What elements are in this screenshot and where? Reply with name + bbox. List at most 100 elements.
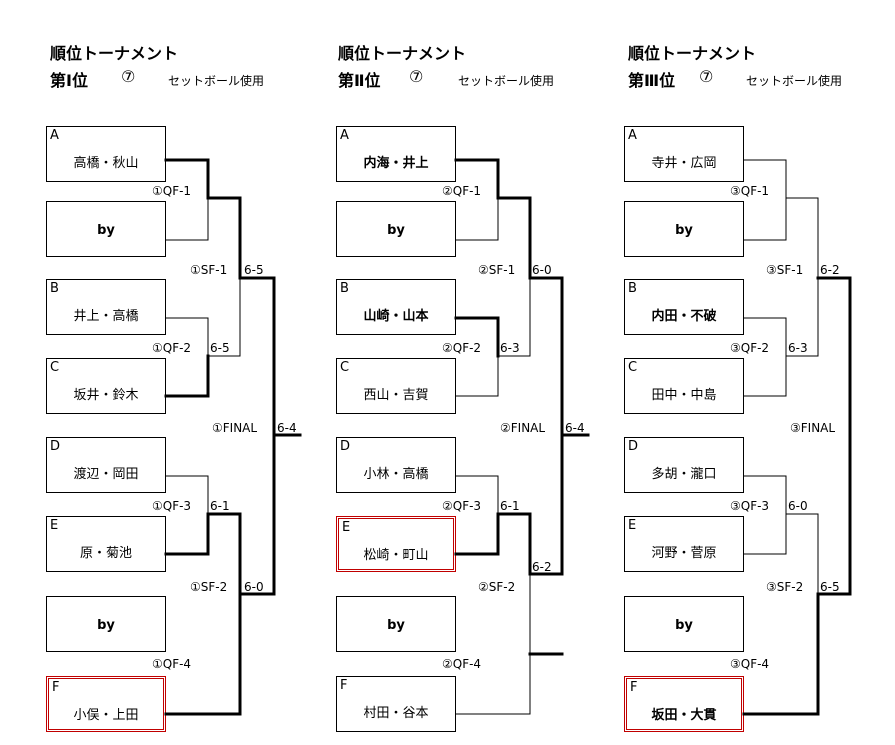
seed-letter: A	[628, 128, 637, 143]
team-box-bye: by	[46, 596, 166, 652]
match-label: ③SF-2	[766, 580, 804, 594]
seed-letter: F	[340, 678, 348, 693]
team-name: 小俣・上田	[73, 708, 139, 723]
team-box-d: D 多胡・瀧口	[624, 437, 744, 493]
ball-note: セットボール使用	[458, 74, 555, 88]
court-number: ⑦	[699, 67, 714, 86]
bracket-lines-section-1	[164, 158, 302, 716]
final-label: ②FINAL	[500, 421, 546, 435]
team-name: 小林・高橋	[363, 467, 429, 482]
team-name: by	[97, 223, 115, 238]
bracket-lines-section-2	[454, 158, 590, 715]
match-score: 6-1	[210, 499, 230, 513]
seed-letter: C	[340, 360, 350, 375]
team-box-b: B 山崎・山本	[336, 279, 456, 335]
seed-letter: D	[628, 439, 639, 454]
team-name: 多胡・瀧口	[651, 467, 717, 482]
team-name: 山崎・山本	[363, 309, 429, 324]
bracket-lines-section-3	[742, 159, 852, 716]
team-name: by	[387, 618, 405, 633]
match-score: 6-1	[500, 499, 520, 513]
match-score: 6-2	[532, 560, 552, 574]
team-name: 原・菊池	[79, 546, 132, 561]
team-name: 村田・谷本	[363, 706, 429, 721]
team-box-bye: by	[336, 201, 456, 257]
ball-note: セットボール使用	[168, 74, 265, 88]
team-box-d: D 小林・高橋	[336, 437, 456, 493]
team-name: by	[387, 223, 405, 238]
match-score: 6-5	[820, 580, 840, 594]
team-name: 田中・中島	[651, 388, 717, 403]
match-score: 6-3	[500, 341, 520, 355]
team-name: 渡辺・岡田	[73, 467, 139, 482]
match-label: ①QF-2	[152, 341, 192, 355]
team-box-a: A 寺井・広岡	[624, 126, 744, 182]
team-name: 内田・不破	[651, 309, 717, 324]
seed-letter: E	[342, 520, 351, 535]
match-label: ②QF-4	[442, 657, 482, 671]
team-name: 西山・吉賀	[363, 388, 429, 403]
team-box-e: E 原・菊池	[46, 516, 166, 572]
team-box-bye: by	[46, 201, 166, 257]
seed-letter: B	[628, 281, 637, 296]
match-label: ①SF-1	[190, 263, 228, 277]
seed-letter: F	[52, 680, 60, 695]
match-label: ③QF-3	[730, 499, 770, 513]
match-label: ③SF-1	[766, 263, 804, 277]
seed-letter: E	[628, 518, 637, 533]
rank-label: 第Ⅰ位	[50, 71, 88, 90]
seed-letter: E	[50, 518, 59, 533]
team-box-e: E 河野・菅原	[624, 516, 744, 572]
team-name: 寺井・広岡	[651, 156, 717, 171]
match-score: 6-3	[788, 341, 808, 355]
team-box-b: B 内田・不破	[624, 279, 744, 335]
match-label: ②SF-1	[478, 263, 516, 277]
rank-label: 第Ⅱ位	[338, 71, 381, 90]
match-label: ①QF-3	[152, 499, 192, 513]
team-name: 内海・井上	[363, 156, 429, 171]
team-name: 井上・高橋	[73, 309, 139, 324]
final-score: 6-4	[565, 421, 585, 435]
team-box-c: C 坂井・鈴木	[46, 358, 166, 414]
section-title: 順位トーナメント	[628, 44, 757, 63]
court-number: ⑦	[409, 67, 424, 86]
match-score: 6-0	[532, 263, 552, 277]
team-name: 坂田・大貫	[651, 708, 717, 723]
team-box-f: F 村田・谷本	[336, 676, 456, 732]
match-score: 6-5	[244, 263, 264, 277]
seed-letter: F	[630, 680, 638, 695]
team-name: 松崎・町山	[363, 548, 429, 563]
team-box-c: C 西山・吉賀	[336, 358, 456, 414]
seed-letter: D	[50, 439, 61, 454]
final-label: ①FINAL	[212, 421, 258, 435]
court-number: ⑦	[121, 67, 136, 86]
match-label: ①SF-2	[190, 580, 228, 594]
rank-label: 第Ⅲ位	[628, 71, 676, 90]
match-label: ①QF-1	[152, 184, 192, 198]
match-label: ③QF-4	[730, 657, 770, 671]
team-box-bye: by	[624, 201, 744, 257]
seed-letter: A	[50, 128, 59, 143]
team-box-f: F 坂田・大貫	[624, 676, 744, 732]
final-label: ③FINAL	[790, 421, 836, 435]
team-box-d: D 渡辺・岡田	[46, 437, 166, 493]
team-name: 坂井・鈴木	[73, 388, 139, 403]
team-name: by	[675, 223, 693, 238]
team-box-c: C 田中・中島	[624, 358, 744, 414]
team-box-bye: by	[624, 596, 744, 652]
team-box-bye: by	[336, 596, 456, 652]
seed-letter: D	[340, 439, 351, 454]
seed-letter: B	[340, 281, 349, 296]
team-box-a: A 高橋・秋山	[46, 126, 166, 182]
section-title: 順位トーナメント	[50, 44, 179, 63]
match-label: ②QF-2	[442, 341, 482, 355]
seed-letter: C	[50, 360, 60, 375]
team-box-a: A 内海・井上	[336, 126, 456, 182]
match-label: ②SF-2	[478, 580, 516, 594]
team-box-b: B 井上・高橋	[46, 279, 166, 335]
ball-note: セットボール使用	[746, 74, 843, 88]
team-name: 高橋・秋山	[73, 156, 139, 171]
match-label: ③QF-1	[730, 184, 770, 198]
match-score: 6-5	[210, 341, 230, 355]
